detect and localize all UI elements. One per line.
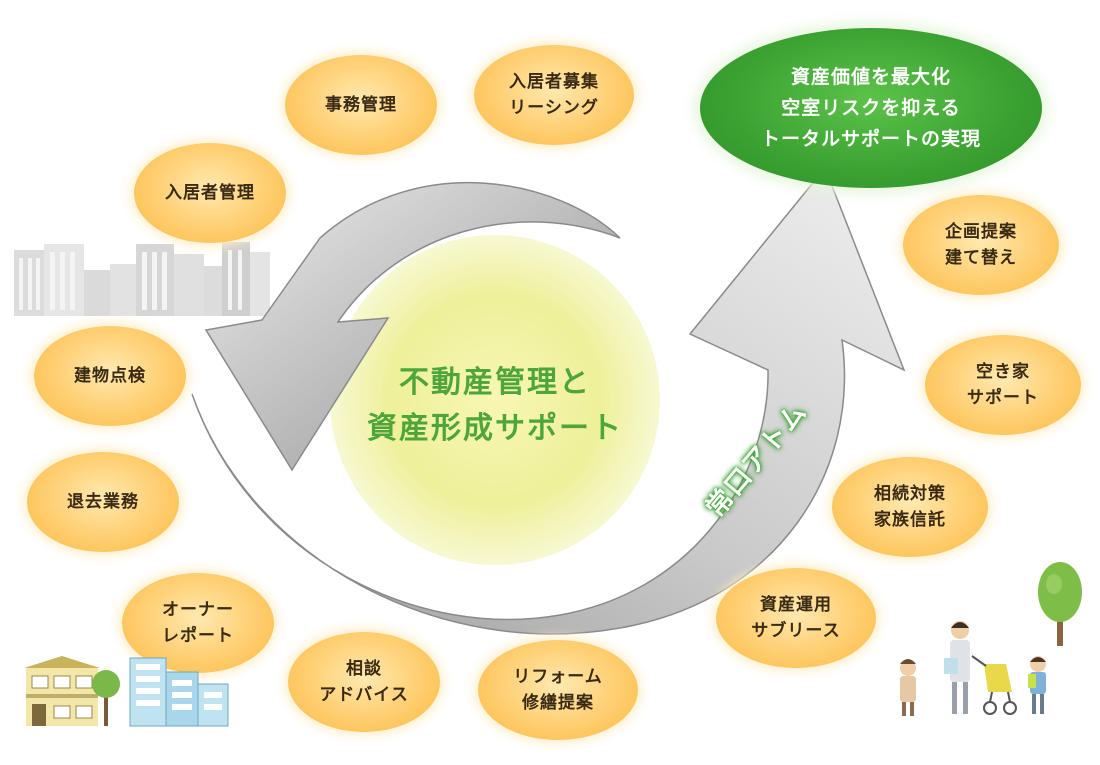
tree-icon <box>1038 562 1082 646</box>
goal-line: 資産価値を最大化 <box>790 65 951 88</box>
service-bubble-kikaku: 企画提案 建て替え <box>903 195 1059 295</box>
center-title: 不動産管理と 資産形成サポート <box>340 360 650 452</box>
service-label: レポート <box>162 626 234 646</box>
service-bubble-tenken: 建物点検 <box>34 326 186 426</box>
goal-line: トータルサポートの実現 <box>760 127 981 150</box>
center-title-line: 資産形成サポート <box>367 411 623 446</box>
service-bubble-akiya: 空き家 サポート <box>925 335 1081 435</box>
lower-arrow <box>191 166 906 635</box>
service-bubble-taikyo: 退去業務 <box>27 452 179 552</box>
service-label: 相談 <box>346 659 382 679</box>
goal-bubble: 資産価値を最大化 空室リスクを抑える トータルサポートの実現 <box>700 28 1042 188</box>
service-label: 家族信託 <box>874 510 946 530</box>
goal-line: 空室リスクを抑える <box>781 96 961 119</box>
service-label: 相続対策 <box>874 484 946 504</box>
service-bubble-sodan: 相談 アドバイス <box>288 632 440 732</box>
city-buildings-icon <box>14 242 270 316</box>
family-walking-icon <box>900 621 1046 716</box>
service-bubble-reform: リフォーム 修繕提案 <box>478 640 638 740</box>
service-bubble-jimu: 事務管理 <box>285 55 437 155</box>
center-title-line: 不動産管理と <box>399 365 591 400</box>
service-label: リフォーム <box>513 667 603 687</box>
service-label: サポート <box>967 388 1039 408</box>
service-bubble-unyo: 資産運用 サブリース <box>716 568 876 668</box>
service-bubble-sozoku: 相続対策 家族信託 <box>832 457 988 557</box>
service-label: 事務管理 <box>325 95 397 115</box>
service-label: 入居者募集 <box>509 72 599 92</box>
upper-arrow <box>204 182 621 472</box>
service-label: 建て替え <box>945 248 1017 268</box>
service-bubble-nyukyo: 入居者管理 <box>134 143 286 243</box>
houses-icon <box>24 656 229 727</box>
service-bubble-owner: オーナー レポート <box>122 573 274 673</box>
service-bubble-boshu: 入居者募集 リーシング <box>474 45 634 145</box>
service-label: 空き家 <box>976 362 1030 382</box>
service-label: サブリース <box>751 621 841 641</box>
service-label: リーシング <box>509 98 599 118</box>
center-glow <box>330 235 660 565</box>
service-label: 企画提案 <box>945 222 1017 242</box>
service-label: 退去業務 <box>67 492 139 512</box>
service-label: アドバイス <box>319 685 409 705</box>
service-label: 入居者管理 <box>165 183 255 203</box>
service-label: 建物点検 <box>74 366 146 386</box>
service-label: 資産運用 <box>760 595 832 615</box>
service-label: 修繕提案 <box>522 693 594 713</box>
service-label: オーナー <box>162 600 234 620</box>
